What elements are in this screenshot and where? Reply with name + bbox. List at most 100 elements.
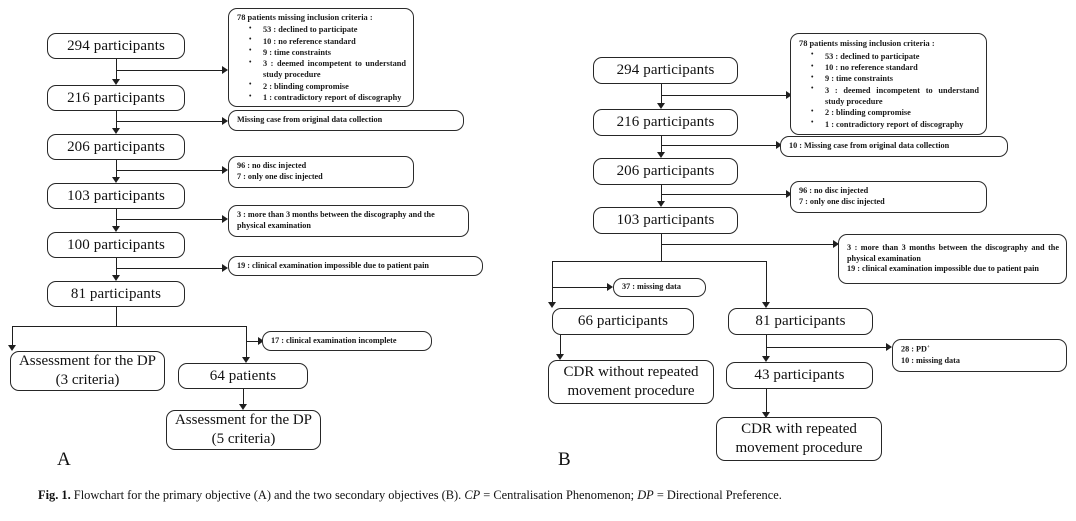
annotation-text: 10 : Missing case from original data col… — [789, 141, 950, 151]
annotation-list-item: 53 : declined to participate — [811, 50, 979, 62]
caption-text-2: = Centralisation Phenomenon; — [480, 488, 638, 502]
branch-a-months — [116, 219, 222, 220]
node-label: 66 participants — [577, 313, 669, 330]
annotation-list-item: 3 : deemed incompetent to understand stu… — [249, 58, 406, 81]
branch-a-incomplete — [246, 341, 262, 342]
annotation-list-item: 9 : time constraints — [811, 73, 979, 84]
branch-b-pd-missing — [766, 347, 886, 348]
annotation-b-pd-missing: 28 : PD+ 10 : missing data — [892, 339, 1067, 372]
connector-b-216-206 — [661, 136, 662, 153]
annotation-list-item: 2 : blinding compromise — [249, 80, 406, 92]
arrowhead-down — [762, 412, 770, 418]
arrowhead-down — [657, 152, 665, 158]
connector-a-103-100 — [116, 209, 117, 227]
annotation-list: 53 : declined to participate 10 : no ref… — [799, 50, 979, 130]
node-label: 206 participants — [616, 163, 715, 180]
branch-a-missing-case — [116, 121, 222, 122]
arrowhead-down — [762, 302, 770, 308]
node-label: 103 participants — [67, 187, 165, 204]
arrowhead-down — [112, 177, 120, 183]
branch-a-inclusion — [116, 70, 222, 71]
annotation-text-line1: 96 : no disc injected — [799, 186, 869, 196]
arrowhead-right — [222, 264, 228, 272]
node-label: 216 participants — [616, 114, 715, 131]
branch-b-inclusion — [661, 95, 786, 96]
pd-superscript: + — [926, 344, 930, 351]
pd-label: 28 : PD — [901, 344, 927, 354]
annotation-text-line2: 7 : only one disc injected — [237, 172, 323, 181]
split-bar-b — [552, 261, 766, 262]
arrowhead-down — [8, 345, 16, 351]
annotation-header: 78 patients missing inclusion criteria : — [799, 39, 935, 49]
arrowhead-down — [112, 275, 120, 281]
node-b-103: 103 participants — [593, 207, 738, 234]
annotation-b-disc-injected: 96 : no disc injected 7 : only one disc … — [790, 181, 987, 213]
arrowhead-down — [657, 201, 665, 207]
connector-a-294-216 — [116, 59, 117, 80]
node-a-206: 206 participants — [47, 134, 185, 160]
connector-a-100-81 — [116, 258, 117, 276]
annotation-a-incomplete: 17 : clinical examination incomplete — [262, 331, 432, 351]
node-label-line1: Assessment for the DP — [18, 353, 157, 370]
annotation-text: 37 : missing data — [622, 282, 681, 292]
node-b-216: 216 participants — [593, 109, 738, 136]
node-a-216: 216 participants — [47, 85, 185, 111]
node-label: 81 participants — [70, 285, 162, 302]
node-a-100: 100 participants — [47, 232, 185, 258]
arrowhead-right — [222, 66, 228, 74]
connector-b-43-cdr-with — [766, 389, 767, 414]
arrowhead-down — [242, 357, 250, 363]
connector-b-103-split — [661, 234, 662, 261]
arrowhead-down — [556, 354, 564, 360]
annotation-text: 17 : clinical examination incomplete — [271, 335, 397, 345]
annotation-text: 19 : clinical examination impossible due… — [237, 260, 429, 270]
arrowhead-right — [222, 117, 228, 125]
node-label: 206 participants — [67, 138, 165, 155]
arrowhead-right — [786, 91, 792, 99]
node-label-line1: CDR with repeated — [741, 421, 857, 438]
connector-b-split-right — [766, 261, 767, 304]
annotation-header: 78 patients missing inclusion criteria : — [237, 12, 373, 22]
connector-b-81-43 — [766, 335, 767, 358]
annotation-b-missing-case: 10 : Missing case from original data col… — [780, 136, 1008, 157]
arrowhead-right — [222, 166, 228, 174]
arrowhead-right — [786, 190, 792, 198]
connector-b-66-cdr-without — [560, 335, 561, 355]
node-b-206: 206 participants — [593, 158, 738, 185]
caption-cp-abbrev: CP — [464, 488, 481, 502]
annotation-b-missing-data-37: 37 : missing data — [613, 278, 706, 297]
node-a-assessment-3-criteria: Assessment for the DP (3 criteria) — [10, 351, 165, 391]
annotation-a-missing-case: Missing case from original data collecti… — [228, 110, 464, 131]
branch-b-missing-data-37 — [552, 287, 607, 288]
annotation-a-inclusion-criteria: 78 patients missing inclusion criteria :… — [228, 8, 414, 107]
annotation-text-line1: 96 : no disc injected — [237, 161, 307, 171]
annotation-text-line2: 7 : only one disc injected — [799, 197, 885, 206]
split-bar-a — [12, 326, 246, 327]
branch-b-months-pain — [661, 244, 833, 245]
branch-b-disc — [661, 194, 786, 195]
annotation-list-item: 53 : declined to participate — [249, 24, 406, 35]
annotation-list: 53 : declined to participate 10 : no ref… — [237, 24, 406, 103]
node-a-assessment-5-criteria: Assessment for the DP (5 criteria) — [166, 410, 321, 450]
annotation-text-line1: 3 : more than 3 months between the disco… — [847, 242, 1059, 263]
connector-b-294-216 — [661, 84, 662, 104]
panel-letter-b: B — [558, 449, 571, 470]
annotation-text-line2: 10 : missing data — [901, 355, 960, 365]
caption-dp-abbrev: DP — [637, 488, 654, 502]
node-label: 216 participants — [67, 89, 165, 106]
node-b-66: 66 participants — [552, 308, 694, 335]
panel-letter-a: A — [57, 449, 71, 470]
node-label: 294 participants — [616, 62, 715, 79]
connector-a-split-right — [246, 326, 247, 359]
annotation-list-item: 2 : blinding compromise — [811, 107, 979, 118]
arrowhead-right — [222, 215, 228, 223]
caption-text-1: Flowchart for the primary objective (A) … — [70, 488, 465, 502]
branch-a-pain — [116, 268, 222, 269]
annotation-list-item: 9 : time constraints — [249, 46, 406, 58]
arrowhead-down — [762, 356, 770, 362]
node-label-line2: movement procedure — [567, 383, 695, 399]
arrowhead-right — [833, 240, 839, 248]
annotation-list-item: 1 : contradictory report of discography — [249, 91, 406, 103]
node-b-cdr-with-repeated: CDR with repeated movement procedure — [716, 417, 882, 461]
